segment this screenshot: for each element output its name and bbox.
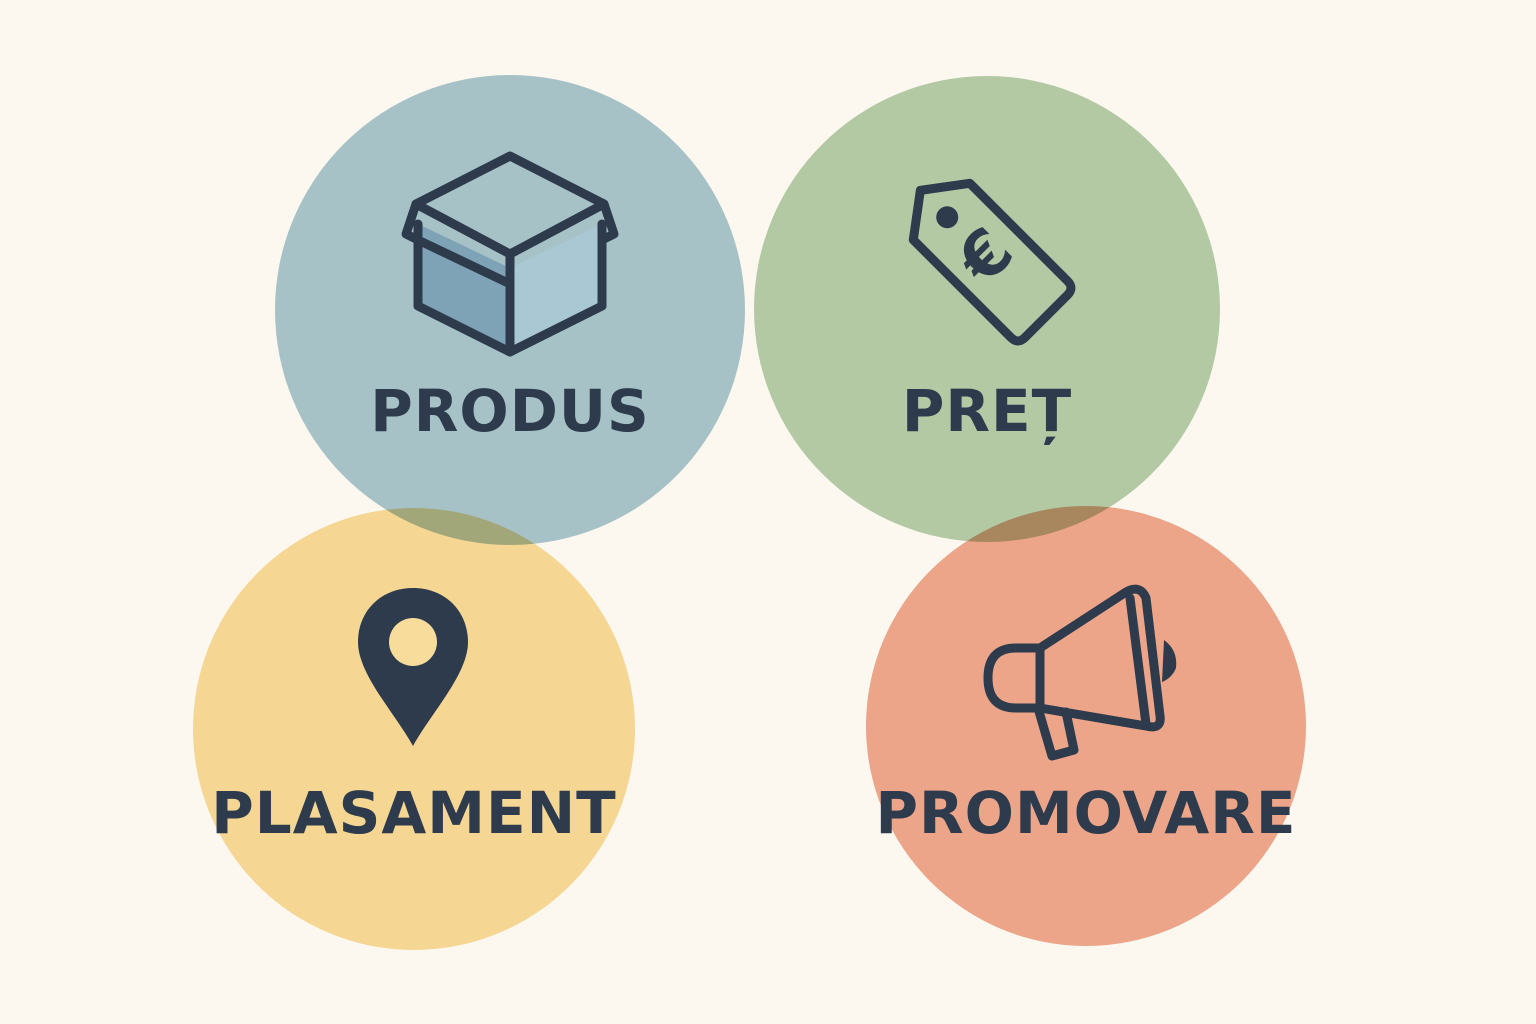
label-promovare: PROMOVARE <box>875 779 1297 847</box>
label-pret: PREȚ <box>901 377 1073 445</box>
price-tag-icon: € <box>908 178 1076 346</box>
box-icon <box>401 151 619 357</box>
label-produs: PRODUS <box>370 377 650 445</box>
map-pin-icon <box>358 588 468 746</box>
label-plasament: PLASAMENT <box>211 779 617 847</box>
megaphone-icon <box>983 584 1177 761</box>
circle-promovare <box>866 506 1306 946</box>
